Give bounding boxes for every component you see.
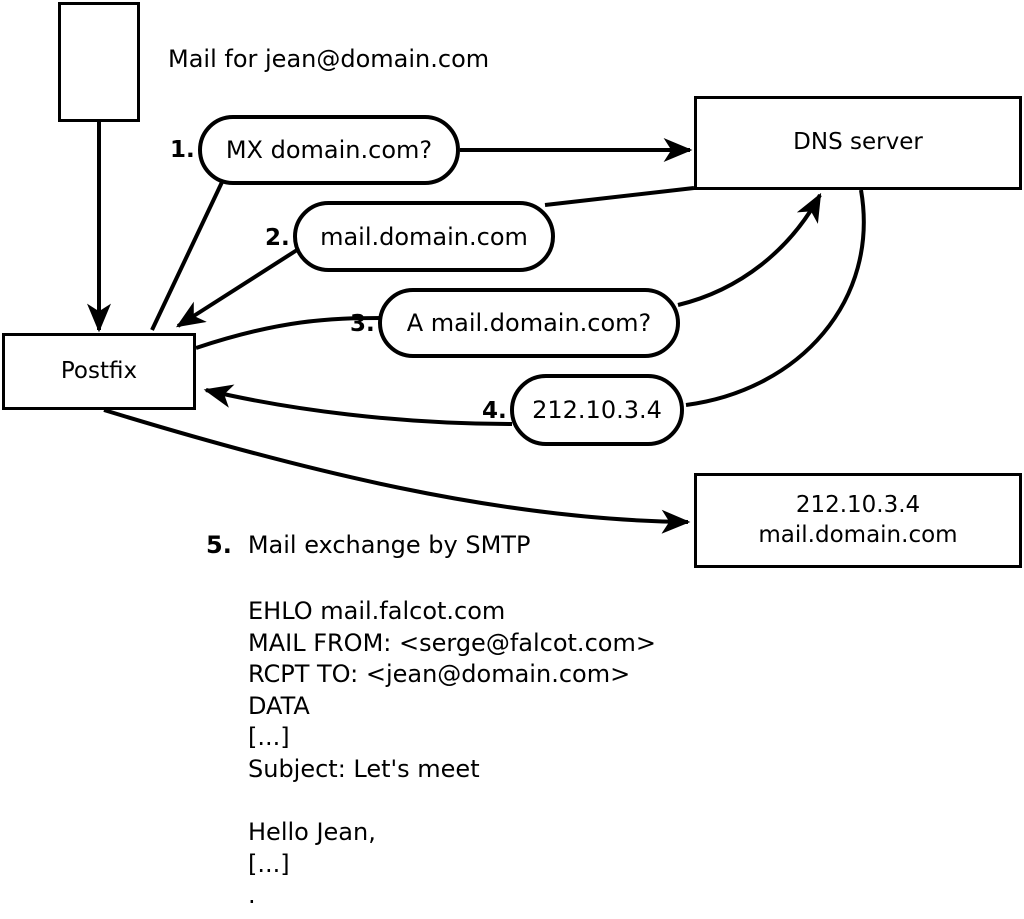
dns-server-label: DNS server	[793, 129, 923, 156]
destination-hostname: mail.domain.com	[758, 521, 958, 548]
dns-server-box: DNS server	[694, 96, 1022, 190]
step-number-5: 5.	[206, 531, 232, 559]
edge-dns-to-step2	[544, 186, 695, 207]
step-pill-4-label: 212.10.3.4	[532, 396, 662, 424]
step-number-3: 3.	[350, 311, 375, 337]
step-pill-4: 212.10.3.4	[510, 374, 684, 446]
step-5-text: Mail exchange by SMTP	[247, 531, 531, 559]
step-5-label: 5. Mail exchange by SMTP	[206, 531, 530, 559]
page-title: Mail for jean@domain.com	[168, 45, 490, 73]
step-pill-1-label: MX domain.com?	[225, 136, 433, 164]
step-number-2: 2.	[265, 225, 290, 251]
step-pill-3: A mail.domain.com?	[378, 288, 680, 358]
edge-step4-to-postfix	[203, 384, 513, 426]
postfix-label: Postfix	[60, 357, 138, 384]
step-number-1: 1.	[170, 137, 195, 163]
edge-step2-to-postfix	[175, 248, 299, 328]
step-pill-1: MX domain.com?	[198, 115, 460, 185]
edge-dns-to-step4	[685, 189, 866, 407]
edge-postfix-to-step1	[150, 179, 225, 331]
step-number-4: 4.	[482, 398, 507, 424]
step-pill-2: mail.domain.com	[293, 201, 555, 272]
step-pill-3-label: A mail.domain.com?	[406, 309, 652, 337]
smtp-transcript: EHLO mail.falcot.com MAIL FROM: <serge@f…	[248, 597, 656, 910]
edge-step3-to-dns	[677, 192, 822, 307]
destination-box: 212.10.3.4 mail.domain.com	[694, 473, 1022, 568]
destination-ip: 212.10.3.4	[795, 492, 921, 519]
sender-box	[58, 2, 140, 122]
step-pill-2-label: mail.domain.com	[320, 222, 528, 251]
postfix-box: Postfix	[2, 333, 196, 410]
